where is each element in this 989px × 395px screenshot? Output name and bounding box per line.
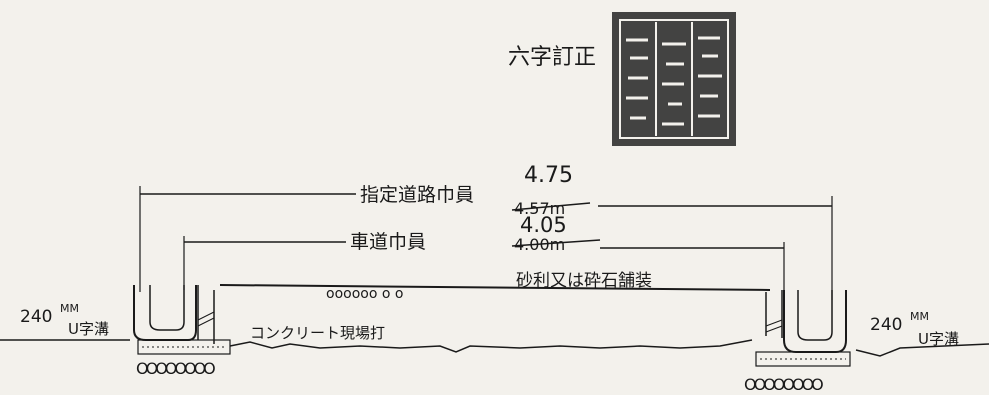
carriageway-width-dimension: 車道巾員 4.05 4.00m [183, 213, 785, 300]
right-gutter-unit: MM [910, 310, 929, 323]
gravel-marks: oooooo o o [326, 286, 403, 302]
designated-road-width-old-value: 4.57m [514, 199, 565, 218]
left-gutter-unit: MM [60, 302, 79, 315]
designated-road-width-label: 指定道路巾員 [360, 184, 474, 206]
left-gutter-name: U字溝 [68, 320, 109, 338]
carriageway-width-label: 車道巾員 [350, 231, 426, 253]
pavement: 砂利又は砕石舗装 oooooo o o [219, 271, 771, 302]
left-gravel-base: OOOOOOOO [136, 359, 215, 378]
concrete-label: コンクリート現場打 [250, 324, 385, 342]
correction-note-label: 六字訂正 [508, 45, 596, 70]
right-gutter-size: 240 [870, 315, 902, 335]
correction-seal [612, 12, 736, 146]
ground-line [0, 339, 989, 357]
designated-road-width-new-value: 4.75 [524, 163, 573, 188]
right-u-gutter: OOOOOOOO [744, 290, 851, 394]
left-gutter-size: 240 [20, 307, 52, 327]
right-gutter-label: 240 MM U字溝 [870, 310, 959, 348]
carriageway-width-new-value: 4.05 [520, 213, 567, 237]
right-gravel-base: OOOOOOOO [744, 375, 823, 394]
right-gutter-name: U字溝 [918, 330, 959, 348]
left-gutter-label: 240 MM U字溝 [20, 302, 109, 338]
left-u-gutter: OOOOOOOO [133, 285, 231, 378]
designated-road-width-dimension: 指定道路巾員 4.75 4.57m [139, 163, 833, 300]
pavement-label: 砂利又は砕石舗装 [516, 271, 652, 291]
